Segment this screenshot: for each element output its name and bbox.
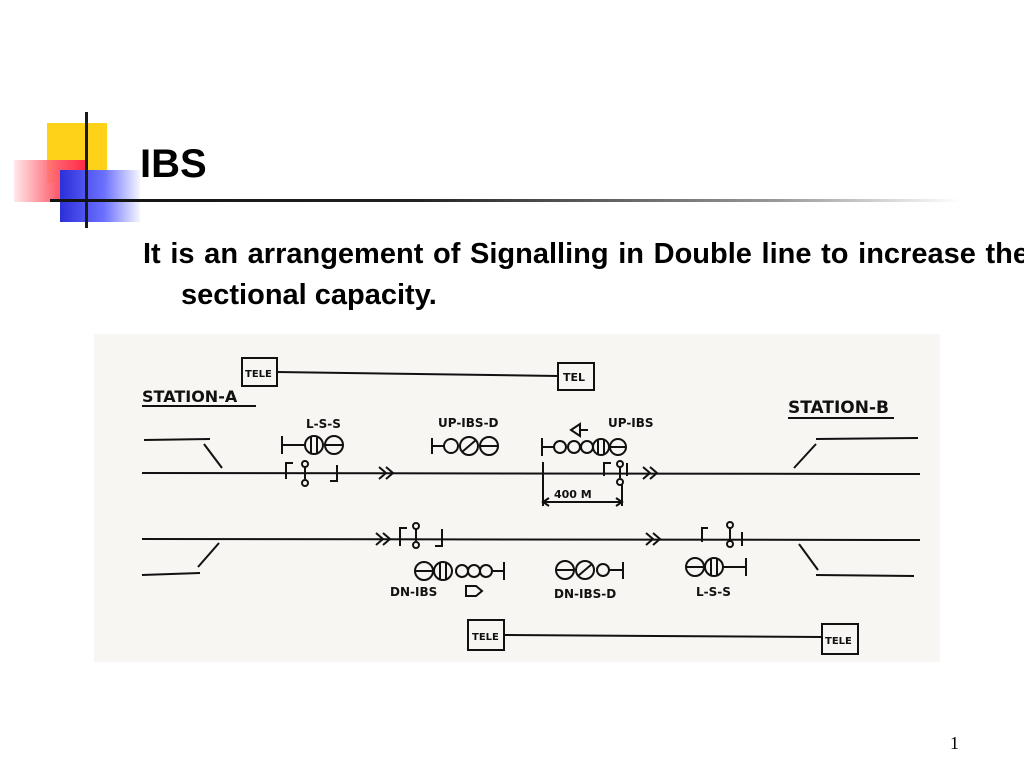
station-a-siding-up	[143, 438, 211, 441]
dn-ibs-d-signal-icon	[555, 560, 624, 580]
slide-body-text: It is an arrangement of Signalling in Do…	[143, 238, 1024, 311]
station-b-crossover-up	[793, 443, 817, 469]
station-a-siding-dn	[141, 572, 201, 576]
station-a-crossover-up	[203, 443, 223, 469]
station-a-crossover-dn	[197, 542, 220, 568]
station-b-label: STATION-B	[788, 398, 889, 418]
page-number: 1	[950, 733, 959, 753]
tele-box-1-label: TELE	[245, 369, 272, 380]
dn-ibs-d-label: DN-IBS-D	[554, 587, 616, 601]
tele-box-1	[241, 357, 278, 387]
tele-box-4	[821, 623, 859, 655]
up-ibs-d-label: UP-IBS-D	[438, 416, 499, 430]
dn-block-joint-2-icon	[645, 532, 662, 546]
dn-ibs-label: DN-IBS	[390, 585, 437, 599]
up-ibs-signal-icon	[541, 422, 627, 456]
up-block-joint-2-icon	[642, 466, 659, 480]
dn-block-joint-1-icon	[375, 532, 392, 546]
dn-lss-label: L-S-S	[696, 585, 731, 599]
up-ibs-track-circuit-icon	[603, 460, 628, 486]
station-a-label: STATION-A	[142, 387, 238, 406]
up-ibs-d-signal-icon	[431, 436, 499, 456]
title-underline	[50, 199, 960, 202]
dn-lss-track-circuit-icon	[701, 521, 743, 548]
logo-vertical-rule	[85, 112, 88, 228]
tele-box-2	[557, 362, 595, 391]
up-ibs-label: UP-IBS	[608, 416, 654, 430]
distance-400m-marker	[541, 462, 624, 507]
tele-box-4-label: TELE	[825, 636, 852, 647]
up-lss-track-circuit-icon	[285, 460, 338, 487]
dn-ibs-signal-icon	[414, 561, 505, 597]
logo-blue-square	[60, 170, 140, 222]
up-block-joint-1-icon	[378, 466, 395, 480]
tele-box-3-label: TELE	[472, 632, 499, 643]
dn-main-line	[141, 538, 921, 541]
slide-title: IBS	[140, 142, 207, 186]
dn-lss-signal-icon	[685, 557, 747, 577]
tele-line-dn	[503, 634, 823, 638]
up-lss-label: L-S-S	[306, 417, 341, 431]
station-b-crossover-dn	[798, 543, 819, 571]
ibs-signalling-diagram: STATION-A STATION-B TELE TEL TELE TELE L…	[94, 334, 940, 662]
station-b-siding-up	[815, 437, 919, 440]
distance-label: 400 M	[554, 488, 592, 501]
up-lss-signal-icon	[281, 435, 344, 455]
tele-line-up	[276, 371, 559, 377]
diagram-canvas: STATION-A STATION-B TELE TEL TELE TELE L…	[141, 357, 921, 655]
dn-ibs-track-circuit-icon	[399, 522, 443, 549]
tele-box-2-label: TEL	[563, 371, 585, 384]
tele-box-3	[467, 619, 505, 651]
station-b-siding-dn	[815, 574, 915, 577]
up-main-line	[141, 472, 921, 475]
